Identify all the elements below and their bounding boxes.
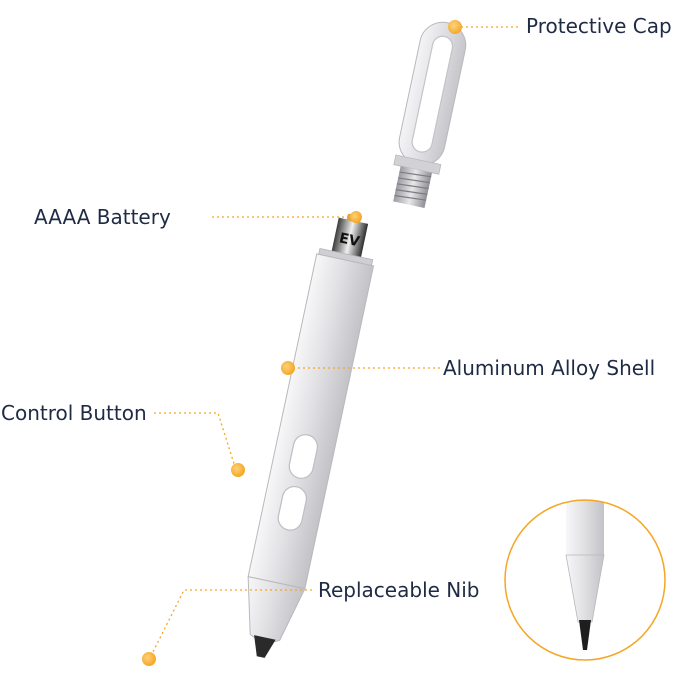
aluminum-shell xyxy=(247,253,375,590)
callout-dots xyxy=(142,20,462,666)
dot-control-button xyxy=(231,463,245,477)
dot-protective-cap xyxy=(448,20,462,34)
cap-clip-slot xyxy=(411,35,454,153)
pen-body: EV xyxy=(247,213,375,658)
label-replaceable-nib: Replaceable Nib xyxy=(318,578,480,602)
cap-threads xyxy=(393,166,432,209)
control-button-lower xyxy=(277,485,307,531)
label-protective-cap: Protective Cap xyxy=(526,14,672,38)
callout-lines xyxy=(149,26,520,659)
label-aluminum-shell: Aluminum Alloy Shell xyxy=(443,356,656,380)
dot-shell xyxy=(281,361,295,375)
nib-closeup-icon xyxy=(579,620,591,650)
label-aaaa-battery: AAAA Battery xyxy=(34,205,171,229)
battery-print: EV xyxy=(338,230,361,250)
leader-control-button xyxy=(154,412,237,471)
control-button-upper xyxy=(288,434,319,479)
dot-battery xyxy=(350,211,362,223)
nib-icon xyxy=(254,635,276,658)
protective-cap xyxy=(393,21,467,209)
nib-closeup-inset xyxy=(504,499,666,661)
dot-nib xyxy=(142,652,156,666)
label-control-button: Control Button xyxy=(1,401,147,425)
